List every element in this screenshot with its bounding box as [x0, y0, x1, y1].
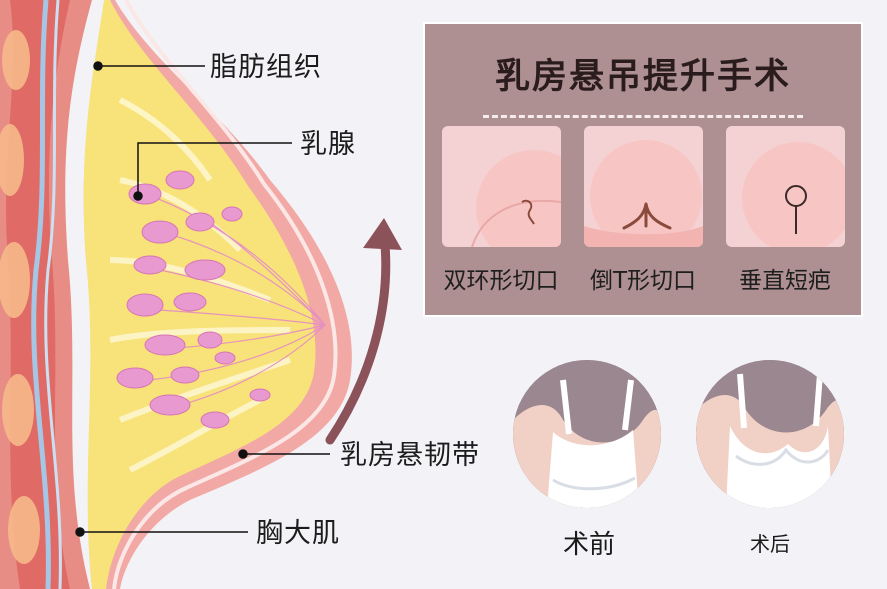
card-title: 乳房悬吊提升手术: [494, 57, 791, 97]
caption-after: 术后: [750, 532, 790, 556]
method-label-inverted-t: 倒T形切口: [589, 268, 697, 294]
label-fat-tissue: 脂肪组织: [210, 52, 322, 83]
vessel-line: [31, 0, 51, 589]
mammary-gland-clusters: [116, 170, 271, 429]
after-photo: [696, 360, 844, 508]
surgery-methods-card: 乳房悬吊提升手术 双环形切口 倒T形切口 垂直短疤: [423, 22, 863, 317]
label-mammary-gland: 乳腺: [300, 129, 356, 160]
before-photo: [513, 360, 661, 508]
method-label-vertical: 垂直短疤: [739, 268, 831, 294]
label-suspensory-ligament: 乳房悬韧带: [340, 440, 480, 471]
caption-before: 术前: [563, 530, 616, 560]
vertical-short-scar-icon: [726, 126, 845, 247]
lift-arrow-icon: [325, 240, 391, 445]
method-label-periareolar: 双环形切口: [443, 268, 559, 294]
title-divider: [483, 115, 803, 118]
inverted-t-incision-icon: [584, 126, 703, 247]
periareolar-incision-icon: [442, 126, 561, 247]
label-pectoralis-major: 胸大肌: [256, 518, 340, 549]
